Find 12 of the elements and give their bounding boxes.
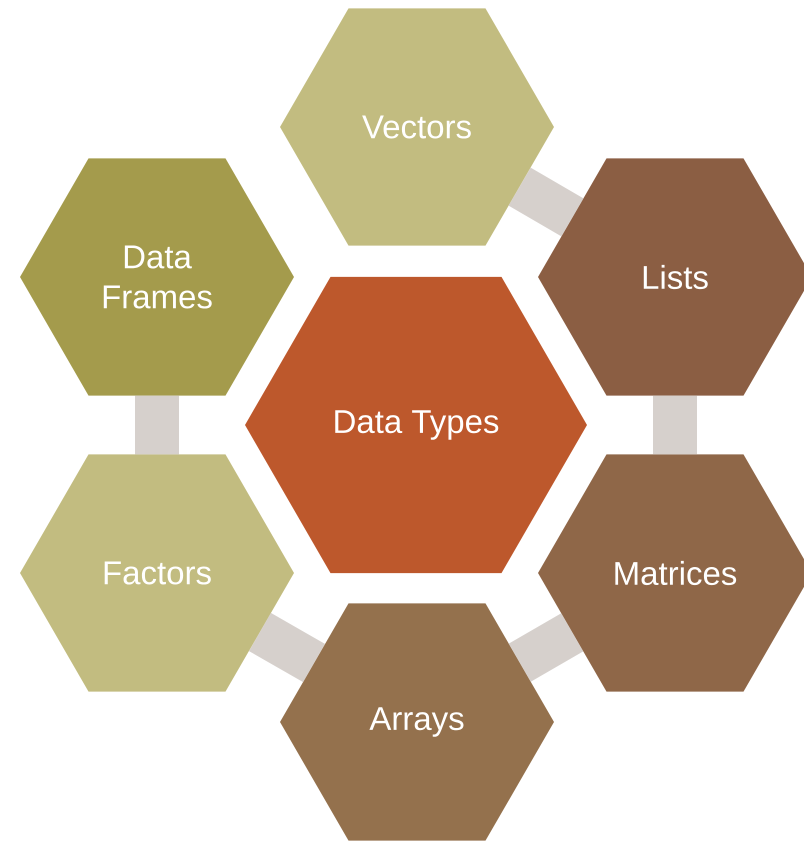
hexagon: Matrices <box>538 454 804 692</box>
connector-band <box>248 612 325 682</box>
hexagon: Lists <box>538 158 804 396</box>
connector-band <box>653 396 698 454</box>
hexagon: Data Frames <box>20 158 294 396</box>
hexagon: Factors <box>20 454 294 692</box>
hexagon: Vectors <box>280 8 554 246</box>
connector-band <box>508 168 584 236</box>
connector-band <box>508 613 584 682</box>
hexagon: Arrays <box>280 603 554 841</box>
connector-band <box>135 396 180 454</box>
hexagon: Data Types <box>245 276 587 574</box>
